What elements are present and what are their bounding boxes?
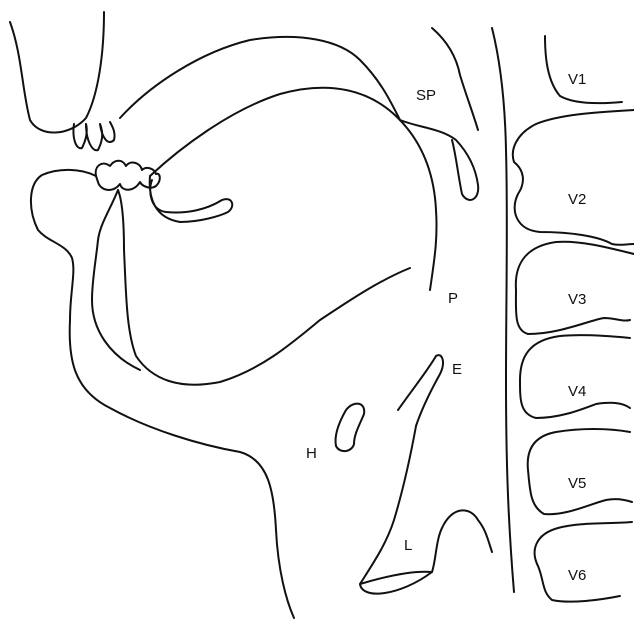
vertebra-v2 [513, 110, 634, 245]
vertebra-v6 [535, 522, 632, 602]
epiglottis-outline [398, 355, 443, 426]
label-v6: V6 [568, 567, 586, 584]
label-sp: SP [416, 87, 436, 104]
larynx-outline [360, 426, 492, 594]
prevertebral-line [492, 28, 514, 592]
label-v1: V1 [568, 71, 586, 88]
label-v5: V5 [568, 475, 586, 492]
label-l: L [404, 537, 412, 554]
tongue-outline [118, 176, 410, 385]
chin-outline [31, 170, 294, 618]
vertebra-v4 [520, 335, 630, 418]
hyoid-outline [335, 404, 364, 451]
soft-palate-outline [150, 88, 437, 290]
label-p: P [448, 290, 458, 307]
label-v4: V4 [568, 383, 586, 400]
upper-lip-outline [10, 12, 104, 133]
vertebra-v5 [528, 429, 632, 514]
vertebra-v3 [516, 242, 634, 334]
larynx-base [360, 572, 432, 584]
vertebra-v1 [545, 36, 622, 103]
label-v3: V3 [568, 291, 586, 308]
pharynx-posterior-wall [432, 28, 478, 130]
label-v2: V2 [568, 191, 586, 208]
upper-incisors [73, 122, 114, 150]
label-e: E [452, 361, 462, 378]
label-h: H [306, 445, 317, 462]
hard-palate-outline [120, 37, 478, 200]
